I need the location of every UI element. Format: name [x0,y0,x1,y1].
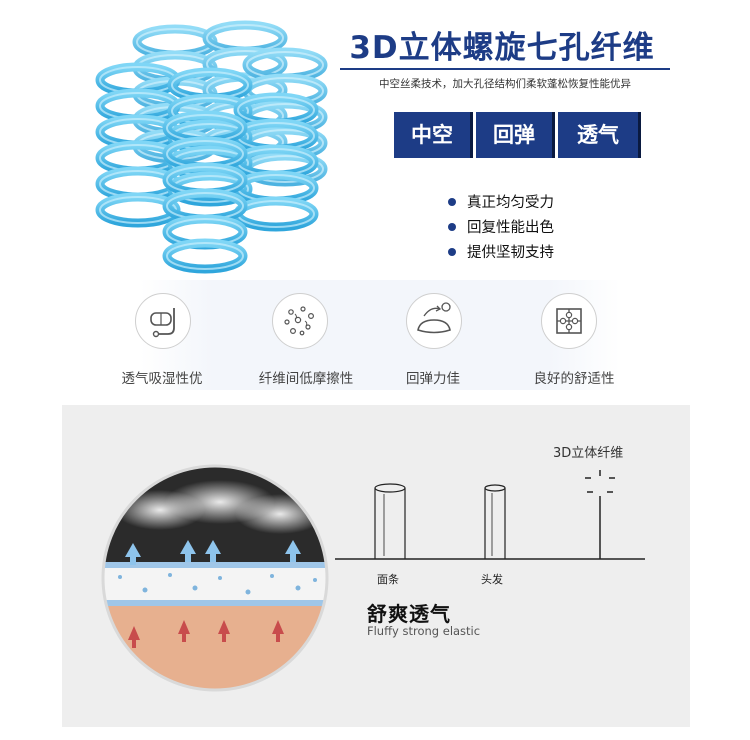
fiber-label: 3D立体纤维 [553,446,624,461]
comfort-title: 舒爽透气 [367,602,451,626]
puzzle-icon [541,293,597,349]
bullet-icon [448,197,456,206]
property-label: 回弹力佳 [406,371,460,387]
feature-text: 提供坚韧支持 [467,245,554,261]
bullet-icon [448,247,456,256]
page-subtitle: 中空丝柔技术，加大孔径结构们柔软蓬松恢复性能优异 [379,78,631,90]
feature-list: 真正均匀受力 回复性能出色 提供坚韧支持 [448,189,554,264]
feature-text: 回复性能出色 [467,220,554,236]
feature-item: 回复性能出色 [448,214,554,239]
page-title: 3D立体螺旋七孔纤维 [349,30,655,66]
title-divider [340,68,670,70]
bullet-icon [448,222,456,231]
badge-breathable: 透气 [558,112,641,158]
property-label: 良好的舒适性 [533,371,615,387]
comparison-label-noodle: 面条 [377,573,399,586]
property-label: 纤维间低摩擦性 [258,371,354,387]
property-label: 透气吸湿性优 [121,371,203,387]
pillow-icon [406,293,462,349]
feature-item: 提供坚韧支持 [448,239,554,264]
comparison-label-hair: 头发 [481,573,503,586]
particles-icon [272,293,328,349]
feature-text: 真正均匀受力 [467,195,554,211]
feature-item: 真正均匀受力 [448,189,554,214]
badge-hollow: 中空 [394,112,473,158]
fiber-comparison-diagram [335,470,645,560]
snorkel-icon [135,293,191,349]
breathable-cross-section-image [101,464,329,692]
comfort-subtitle: Fluffy strong elastic [367,624,481,638]
properties-strip [140,280,620,390]
spiral-fiber-image [80,20,340,275]
badge-rebound: 回弹 [476,112,555,158]
feature-badges: 中空 回弹 透气 [394,112,641,158]
